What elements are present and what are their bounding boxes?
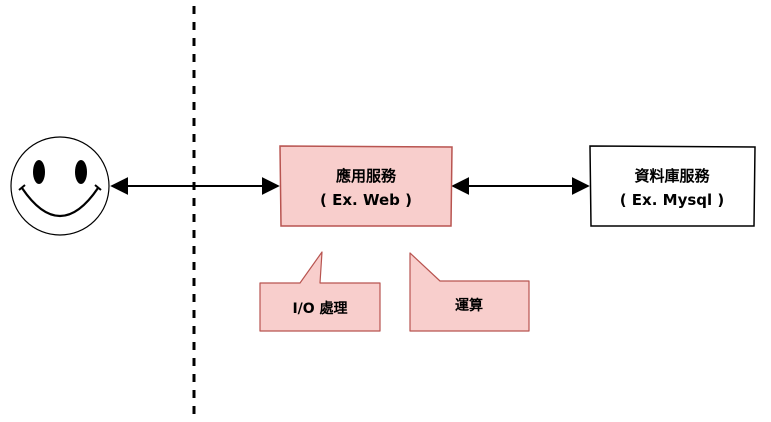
smiley-face-icon	[10, 136, 110, 236]
compute-callout-label: 運算	[455, 297, 483, 314]
io-callout: I/O 處理	[259, 251, 381, 332]
db-service-subtitle: ( Ex. Mysql )	[620, 191, 725, 209]
app-service-title: 應用服務	[336, 167, 397, 185]
app-service-subtitle: ( Ex. Web )	[320, 191, 412, 209]
app-service-box: 應用服務 ( Ex. Web )	[279, 145, 453, 227]
compute-callout: 運算	[409, 252, 530, 332]
io-callout-label: I/O 處理	[292, 300, 347, 317]
db-service-box: 資料庫服務 ( Ex. Mysql )	[589, 145, 756, 227]
db-service-title: 資料庫服務	[634, 167, 710, 185]
